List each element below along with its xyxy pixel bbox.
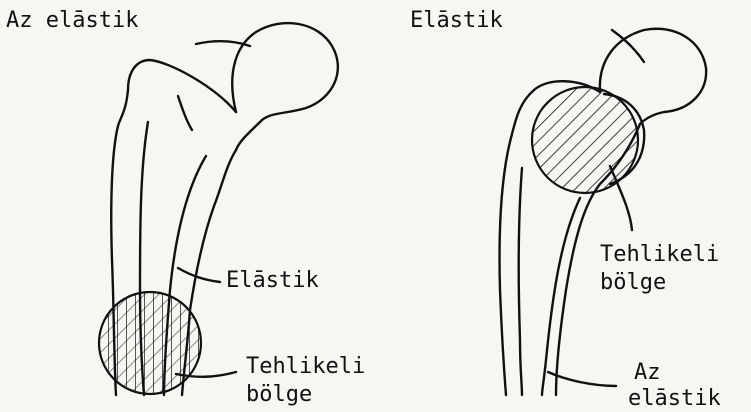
label-right-bottom-1: Az [634, 362, 661, 384]
label-left-danger-1: Tehlikeli [246, 356, 365, 378]
label-left-mid: Elāstik [226, 270, 319, 292]
right-bottom-leader [548, 372, 616, 386]
label-right-danger-2: bölge [600, 272, 666, 294]
left-mid-leader [178, 268, 220, 282]
left-danger-zone-hatch [99, 292, 201, 394]
label-right-top: Elāstik [410, 10, 503, 32]
right-femur-outline [500, 29, 707, 395]
label-left-danger-2: bölge [246, 384, 312, 406]
label-left-top: Az elāstik [6, 10, 138, 32]
label-right-danger-1: Tehlikeli [600, 244, 719, 266]
label-right-bottom-2: elāstik [628, 388, 721, 410]
